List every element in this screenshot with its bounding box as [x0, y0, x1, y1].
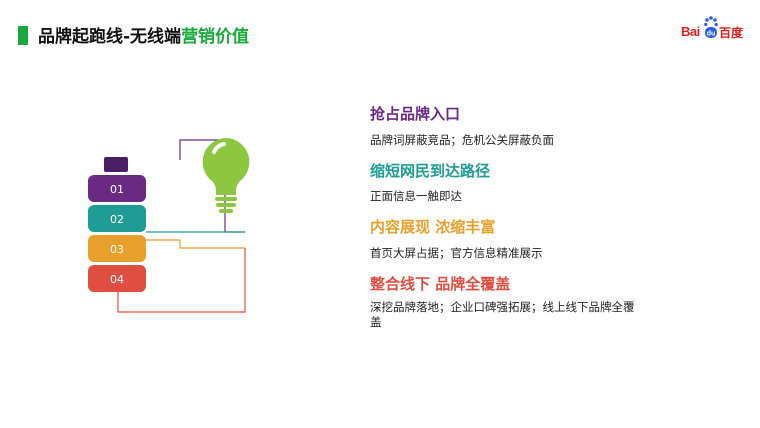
section-1-desc: 品牌词屏蔽竞品；危机公关屏蔽负面 — [370, 133, 554, 147]
baidu-paw-icon: du — [704, 16, 718, 38]
battery-label-03: 03 — [110, 243, 124, 256]
battery-cell-02 — [88, 205, 146, 232]
title-main: 品牌起跑线-无线端 — [38, 27, 182, 47]
connector-line-orange — [146, 239, 245, 249]
section-4-title: 整合线下 品牌全覆盖 — [370, 275, 511, 293]
battery-cell-04 — [88, 265, 146, 292]
battery-label-01: 01 — [110, 183, 124, 196]
lightbulb-icon — [202, 138, 250, 213]
title-accent-bar — [18, 26, 28, 45]
section-2-desc: 正面信息一触即达 — [370, 189, 462, 203]
section-3-desc: 首页大屏占据；官方信息精准展示 — [370, 246, 543, 260]
battery-label-04: 04 — [110, 273, 124, 286]
battery-cell-03 — [88, 235, 146, 262]
logo-text-du: du — [707, 31, 716, 38]
section-2-title: 缩短网民到达路径 — [370, 162, 491, 180]
battery-label-02: 02 — [110, 213, 124, 226]
battery-cell-01 — [88, 175, 146, 202]
section-1-title: 抢占品牌入口 — [370, 105, 461, 123]
connector-line-red — [117, 248, 246, 313]
section-4-desc: 深挖品牌落地；企业口碑强拓展；线上线下品牌全覆盖 — [370, 300, 635, 329]
battery-cap — [104, 157, 128, 172]
page-title: 品牌起跑线-无线端营销价值 — [38, 22, 249, 47]
baidu-logo: Bai du 百度 — [681, 15, 745, 45]
logo-text-bai: Bai — [681, 24, 700, 39]
section-3-title: 内容展现 浓缩丰富 — [370, 218, 496, 236]
title-highlight: 营销价值 — [181, 27, 250, 47]
connector-line-purple — [179, 139, 245, 233]
logo-text-baidu: 百度 — [719, 26, 744, 40]
